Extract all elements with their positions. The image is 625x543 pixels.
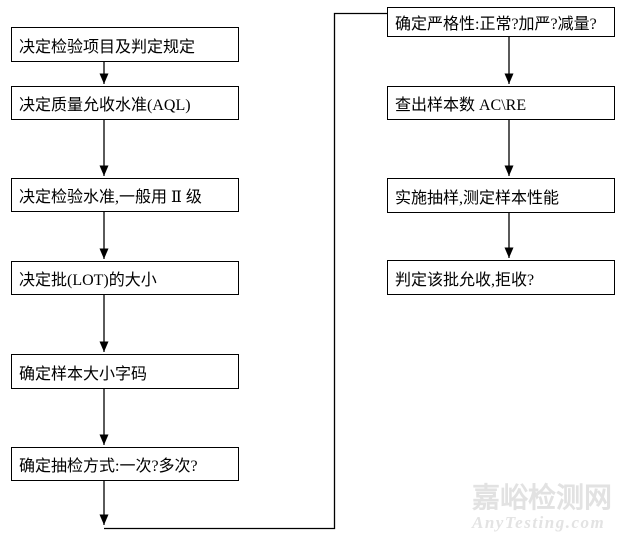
flow-box-label: 决定检验水准,一般用 Ⅱ 级 (19, 189, 202, 206)
flow-box-decide-inspection-level: 决定检验水准,一般用 Ⅱ 级 (11, 178, 239, 212)
flow-box-decide-aql: 决定质量允收水准(AQL) (11, 86, 239, 120)
flow-box-label: 确定样本大小字码 (19, 365, 148, 383)
flow-box-determine-sample-size-code: 确定样本大小字码 (11, 354, 239, 389)
watermark: 嘉峪检测网 AnyTesting.com (472, 482, 613, 532)
flow-box-label: 实施抽样,测定样本性能 (395, 189, 560, 207)
flow-box-execute-sampling: 实施抽样,测定样本性能 (387, 178, 615, 213)
flow-box-determine-sampling-mode: 确定抽检方式:一次?多次? (11, 447, 239, 481)
flow-box-label: 决定质量允收水准(AQL) (19, 97, 191, 114)
watermark-subtitle: AnyTesting.com (472, 513, 606, 532)
flow-box-label: 确定严格性:正常?加严?减量? (395, 16, 597, 33)
flow-box-label: 决定检验项目及判定规定 (19, 38, 196, 56)
flow-box-label: 判定该批允收,拒收? (395, 271, 535, 289)
flow-box-label: 查出样本数 AC\RE (395, 97, 527, 114)
flow-box-decide-inspection-items: 决定检验项目及判定规定 (11, 27, 239, 62)
flow-box-label: 确定抽检方式:一次?多次? (19, 458, 198, 475)
flow-box-label: 决定批(LOT)的大小 (19, 272, 157, 289)
flow-box-lookup-ac-re: 查出样本数 AC\RE (387, 86, 615, 120)
flow-box-determine-severity: 确定严格性:正常?加严?减量? (387, 7, 615, 37)
column-link-connector (104, 12, 387, 530)
watermark-title: 嘉峪检测网 (472, 482, 613, 513)
flow-box-decide-lot-size: 决定批(LOT)的大小 (11, 261, 239, 295)
flow-box-judge-lot-acceptance: 判定该批允收,拒收? (387, 260, 615, 295)
